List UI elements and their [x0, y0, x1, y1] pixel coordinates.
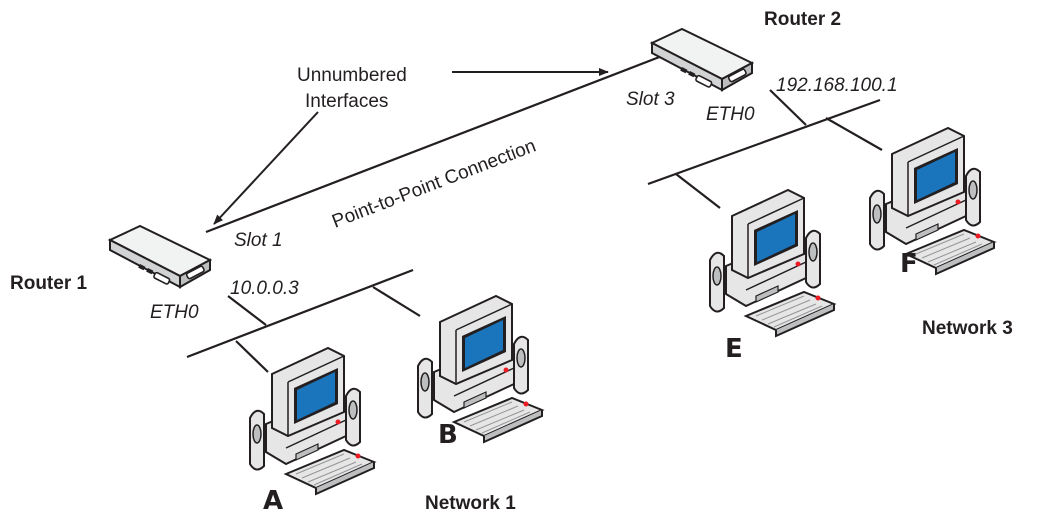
- router-2-eth-label: ETH0: [706, 104, 755, 125]
- host-e-computer-icon: [709, 189, 835, 337]
- host-b-drop: [372, 286, 421, 317]
- host-b-computer-icon: [417, 295, 543, 443]
- router-1-icon: [109, 225, 211, 288]
- host-f-drop: [825, 117, 883, 151]
- host-a-label: A: [263, 486, 283, 516]
- network-3-wiring: [647, 89, 883, 209]
- host-b-label: B: [438, 420, 458, 450]
- router-2-label: Router 2: [764, 9, 841, 30]
- annotation-line-1: Unnumbered: [297, 65, 407, 86]
- network-1-backbone: [186, 268, 414, 359]
- host-a-computer-icon: [249, 347, 375, 495]
- router-1-eth-label: ETH0: [150, 302, 199, 323]
- annotation-line-2: Interfaces: [305, 91, 388, 112]
- host-f-computer-icon: [869, 127, 995, 275]
- router-1-drop: [227, 295, 267, 326]
- host-e-label: E: [725, 334, 743, 364]
- router-2-drop: [769, 89, 807, 126]
- network-3-label: Network 3: [922, 318, 1013, 339]
- annotation-arrow-router-1: [213, 111, 319, 225]
- host-a-drop: [235, 340, 269, 373]
- host-f-label: F: [900, 249, 918, 279]
- router-2-ip-label: 192.168.100.1: [776, 75, 898, 96]
- router-1-slot-label: Slot 1: [234, 230, 283, 251]
- router-2-slot-label: Slot 3: [626, 89, 675, 110]
- point-to-point-link: [205, 54, 663, 234]
- point-to-point-label: Point-to-Point Connection: [329, 135, 539, 232]
- host-e-drop: [675, 173, 721, 209]
- network-3-backbone: [647, 98, 881, 186]
- router-1-label: Router 1: [10, 273, 88, 294]
- network-1-wiring: [186, 268, 421, 373]
- router-1-ip-label: 10.0.0.3: [230, 278, 299, 299]
- network-1-label: Network 1: [425, 493, 516, 514]
- router-2-icon: [651, 28, 753, 91]
